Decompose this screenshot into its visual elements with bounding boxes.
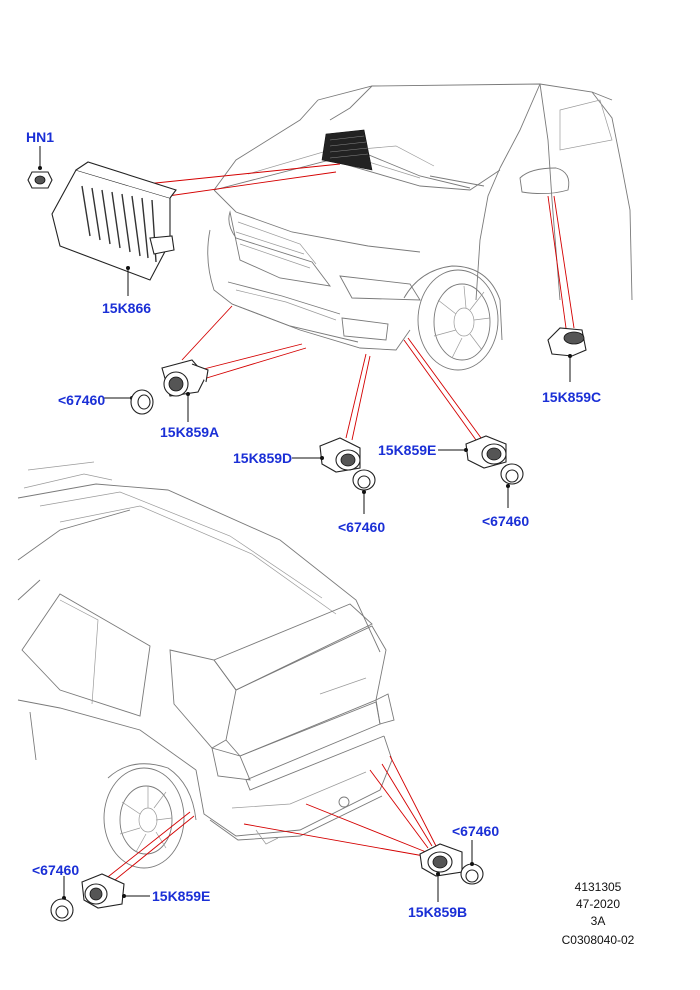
parking-aid-control-module[interactable] xyxy=(51,161,177,296)
callout-hn1[interactable]: HN1 xyxy=(26,129,54,145)
hood-vent xyxy=(321,129,373,171)
front-vehicle-illustration xyxy=(207,83,633,371)
sensor-15k859c[interactable] xyxy=(547,327,587,382)
callout-67460-e-front[interactable]: <67460 xyxy=(482,513,529,529)
callout-67460-rear-left[interactable]: <67460 xyxy=(32,862,79,878)
grommet-67460-a[interactable] xyxy=(104,389,154,415)
sensor-15k859e-front[interactable] xyxy=(438,435,507,469)
sensor-15k859e-rear[interactable] xyxy=(81,873,150,909)
grommet-67460-d[interactable] xyxy=(352,469,376,514)
callout-15k859e-front[interactable]: 15K859E xyxy=(378,442,436,458)
sensor-15k859a[interactable] xyxy=(161,359,209,422)
grommet-67460-b[interactable] xyxy=(460,840,484,885)
grommet-67460-rear-left[interactable] xyxy=(50,876,74,922)
callout-15k859c[interactable]: 15K859C xyxy=(542,389,601,405)
reference-block: 4131305 47-2020 3A C0308040-02 xyxy=(562,880,635,947)
callout-15k859e-rear[interactable]: 15K859E xyxy=(152,888,210,904)
grommet-67460-e-front[interactable] xyxy=(500,463,524,508)
callout-15k866[interactable]: 15K866 xyxy=(102,300,151,316)
nut-hn1[interactable] xyxy=(27,146,53,189)
reference-line-4: C0308040-02 xyxy=(562,933,635,947)
callout-67460-b[interactable]: <67460 xyxy=(452,823,499,839)
reference-line-2: 47-2020 xyxy=(576,897,620,911)
callout-15k859a[interactable]: 15K859A xyxy=(160,424,219,440)
callout-67460-a[interactable]: <67460 xyxy=(58,392,105,408)
reference-line-1: 4131305 xyxy=(575,880,622,894)
sensor-15k859d[interactable] xyxy=(292,437,361,473)
callout-67460-d[interactable]: <67460 xyxy=(338,519,385,535)
callout-15k859b[interactable]: 15K859B xyxy=(408,904,467,920)
rear-sensor-connection-lines xyxy=(103,755,437,885)
front-sensor-connection-lines xyxy=(145,163,575,443)
callout-15k859d[interactable]: 15K859D xyxy=(233,450,292,466)
reference-line-3: 3A xyxy=(591,914,606,928)
sensor-15k859b[interactable] xyxy=(419,843,463,902)
